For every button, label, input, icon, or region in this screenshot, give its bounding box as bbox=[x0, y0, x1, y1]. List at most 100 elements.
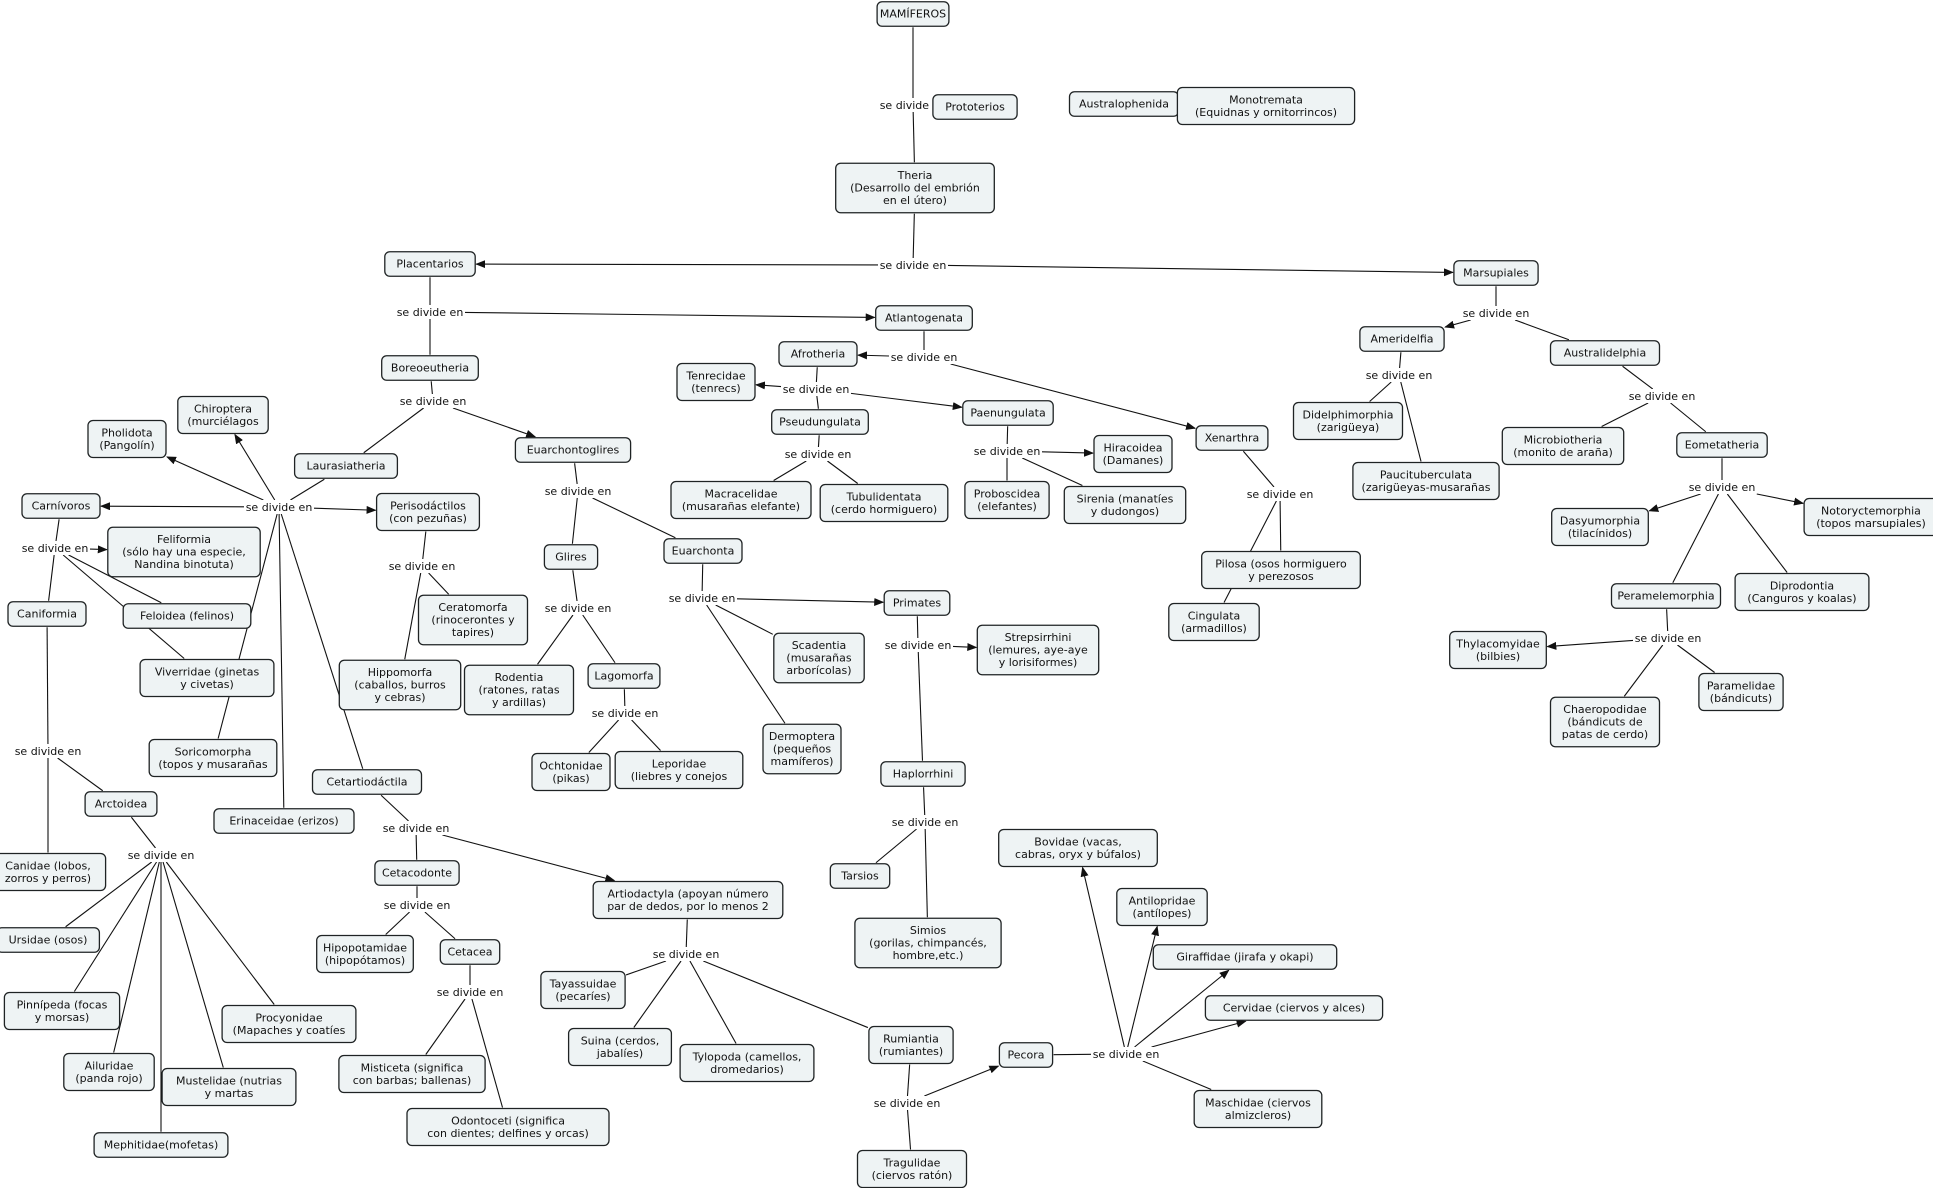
node-thylacomyidae[interactable]: Thylacomyidae(bilbies) bbox=[1449, 630, 1547, 670]
node-euarchontoglires[interactable]: Euarchontoglires bbox=[514, 437, 632, 463]
link-label-bg bbox=[399, 394, 467, 408]
node-laurasiatheria[interactable]: Laurasiatheria bbox=[293, 453, 399, 479]
node-ursidae[interactable]: Ursidae (osos) bbox=[0, 927, 101, 953]
node-ochtonidae[interactable]: Ochtonidae(pikas) bbox=[531, 752, 611, 792]
link-label-ameridelfia: se divide en bbox=[1366, 369, 1433, 382]
node-cetacea[interactable]: Cetacea bbox=[439, 939, 501, 965]
node-box bbox=[875, 305, 973, 331]
node-carnivoros[interactable]: Carnívoros bbox=[21, 493, 101, 519]
node-paenungulata[interactable]: Paenungulata bbox=[962, 400, 1054, 426]
node-eometatheria[interactable]: Eometatheria bbox=[1676, 432, 1768, 458]
node-diprodontia[interactable]: Diprodontia(Canguros y koalas) bbox=[1734, 572, 1870, 612]
node-mamiferos[interactable]: MAMÍFEROS bbox=[876, 1, 950, 27]
node-arctoidea[interactable]: Arctoidea bbox=[84, 791, 158, 817]
node-erinaceidae[interactable]: Erinaceidae (erizos) bbox=[213, 808, 355, 834]
node-ameridelfia[interactable]: Ameridelfia bbox=[1359, 326, 1445, 352]
node-feliformia[interactable]: Feliformia(sólo hay una especie,Nandina … bbox=[107, 526, 261, 578]
node-hipopotamidae[interactable]: Hipopotamidae(hipopótamos) bbox=[316, 934, 414, 974]
node-australidelphia[interactable]: Australidelphia bbox=[1549, 340, 1661, 366]
node-pholidota[interactable]: Pholidota(Pangolín) bbox=[87, 419, 167, 459]
node-canidae[interactable]: Canidae (lobos,zorros y perros) bbox=[0, 852, 107, 892]
node-euarchonta[interactable]: Euarchonta bbox=[663, 538, 743, 564]
node-monotremata[interactable]: Monotremata(Equidnas y ornitorrincos) bbox=[1176, 86, 1356, 126]
node-paramelidae[interactable]: Paramelidae(bándicuts) bbox=[1698, 672, 1784, 712]
node-leporidae[interactable]: Leporidae(liebres y conejos bbox=[614, 750, 744, 790]
node-xenarthra[interactable]: Xenarthra bbox=[1195, 425, 1269, 451]
node-haplorrhini[interactable]: Haplorrhini bbox=[880, 761, 966, 787]
node-placentarios[interactable]: Placentarios bbox=[384, 251, 476, 277]
node-giraffidae[interactable]: Giraffidae (jirafa y okapi) bbox=[1152, 944, 1338, 970]
node-cetacodonte[interactable]: Cetacodonte bbox=[374, 860, 460, 886]
node-caniformia[interactable]: Caniformia bbox=[7, 601, 87, 627]
node-glires[interactable]: Glires bbox=[543, 544, 599, 570]
node-suina[interactable]: Suina (cerdos,jabalíes) bbox=[567, 1027, 673, 1067]
node-label: (zarigüeya) bbox=[1317, 421, 1380, 434]
node-tenrecidae[interactable]: Tenrecidae(tenrecs) bbox=[676, 362, 756, 402]
node-proboscidea[interactable]: Proboscidea(elefantes) bbox=[964, 480, 1050, 520]
node-tayassuidae[interactable]: Tayassuidae(pecaríes) bbox=[540, 970, 626, 1010]
node-ailuridae[interactable]: Ailuridae(panda rojo) bbox=[63, 1052, 155, 1092]
node-soricomorpha[interactable]: Soricomorpha(topos y musarañas bbox=[148, 738, 278, 778]
node-antilopridae[interactable]: Antilopridae(antílopes) bbox=[1116, 887, 1208, 927]
node-microbiotheria[interactable]: Microbiotheria(monito de araña) bbox=[1501, 426, 1625, 466]
node-chiroptera[interactable]: Chiroptera(murciélagos bbox=[177, 395, 269, 435]
node-pseudungulata[interactable]: Pseudungulata bbox=[771, 409, 869, 435]
node-feloidea[interactable]: Feloidea (felinos) bbox=[122, 603, 252, 629]
node-tarsios[interactable]: Tarsios bbox=[829, 863, 891, 889]
node-bovidae[interactable]: Bovidae (vacas,cabras, oryx y búfalos) bbox=[998, 828, 1158, 868]
edge-link-to-rumiantia bbox=[703, 960, 869, 1029]
node-australophenida[interactable]: Australophenida bbox=[1068, 91, 1180, 117]
node-lagomorfa[interactable]: Lagomorfa bbox=[587, 663, 661, 689]
link-label-bg bbox=[1092, 1047, 1160, 1061]
node-marsupiales[interactable]: Marsupiales bbox=[1453, 260, 1539, 286]
node-prototerios[interactable]: Prototerios bbox=[932, 94, 1018, 120]
node-label: Theria bbox=[897, 169, 933, 182]
node-paucituberculata[interactable]: Paucituberculata(zarigüeyas-musarañas bbox=[1352, 461, 1500, 501]
node-tragulidae[interactable]: Tragulidae(ciervos ratón) bbox=[856, 1149, 968, 1188]
node-procyonidae[interactable]: Procyonidae(Mapaches y coatíes bbox=[221, 1004, 357, 1044]
node-notoryctemorphia[interactable]: Notoryctemorphia(topos marsupiales) bbox=[1803, 497, 1933, 537]
node-cetartiodactila[interactable]: Cetartiodáctila bbox=[311, 769, 423, 795]
node-afrotheria[interactable]: Afrotheria bbox=[778, 341, 858, 367]
node-box bbox=[964, 480, 1050, 520]
node-didelphimorphia[interactable]: Didelphimorphia(zarigüeya) bbox=[1292, 401, 1404, 441]
node-primates[interactable]: Primates bbox=[883, 590, 951, 616]
node-rumiantia[interactable]: Rumiantia(rumiantes) bbox=[868, 1025, 954, 1065]
node-label: Suina (cerdos, bbox=[581, 1034, 660, 1047]
node-pecora[interactable]: Pecora bbox=[998, 1042, 1054, 1068]
edge-link-to-ailuridae bbox=[113, 861, 160, 1053]
node-boreoeutheria[interactable]: Boreoeutheria bbox=[381, 355, 479, 381]
node-mephitidae[interactable]: Mephitidae(mofetas) bbox=[93, 1132, 229, 1158]
node-simios[interactable]: Simios(gorilas, chimpancés,hombre,etc.) bbox=[854, 917, 1002, 969]
node-macracelidae[interactable]: Macracelidae(musarañas elefante) bbox=[670, 480, 812, 520]
node-dasyumorphia[interactable]: Dasyumorphia(tilacínidos) bbox=[1551, 507, 1649, 547]
node-cervidae[interactable]: Cervidae (ciervos y alces) bbox=[1204, 995, 1384, 1021]
node-peramelemorphia[interactable]: Peramelemorphia bbox=[1610, 583, 1722, 609]
node-cingulata[interactable]: Cingulata(armadillos) bbox=[1168, 602, 1260, 642]
node-hiracoidea[interactable]: Hiracoidea(Damanes) bbox=[1093, 434, 1173, 474]
node-box bbox=[663, 538, 743, 564]
node-tylopoda[interactable]: Tylopoda (camellos,dromedarios) bbox=[679, 1043, 815, 1083]
node-label: Cetacodonte bbox=[382, 867, 452, 880]
node-atlantogenata[interactable]: Atlantogenata bbox=[875, 305, 973, 331]
node-tubulidentata[interactable]: Tubulidentata(cerdo hormiguero) bbox=[819, 483, 949, 523]
node-label: Chiroptera bbox=[194, 402, 252, 415]
node-perisodactilos[interactable]: Perisodáctilos(con pezuñas) bbox=[375, 492, 481, 532]
